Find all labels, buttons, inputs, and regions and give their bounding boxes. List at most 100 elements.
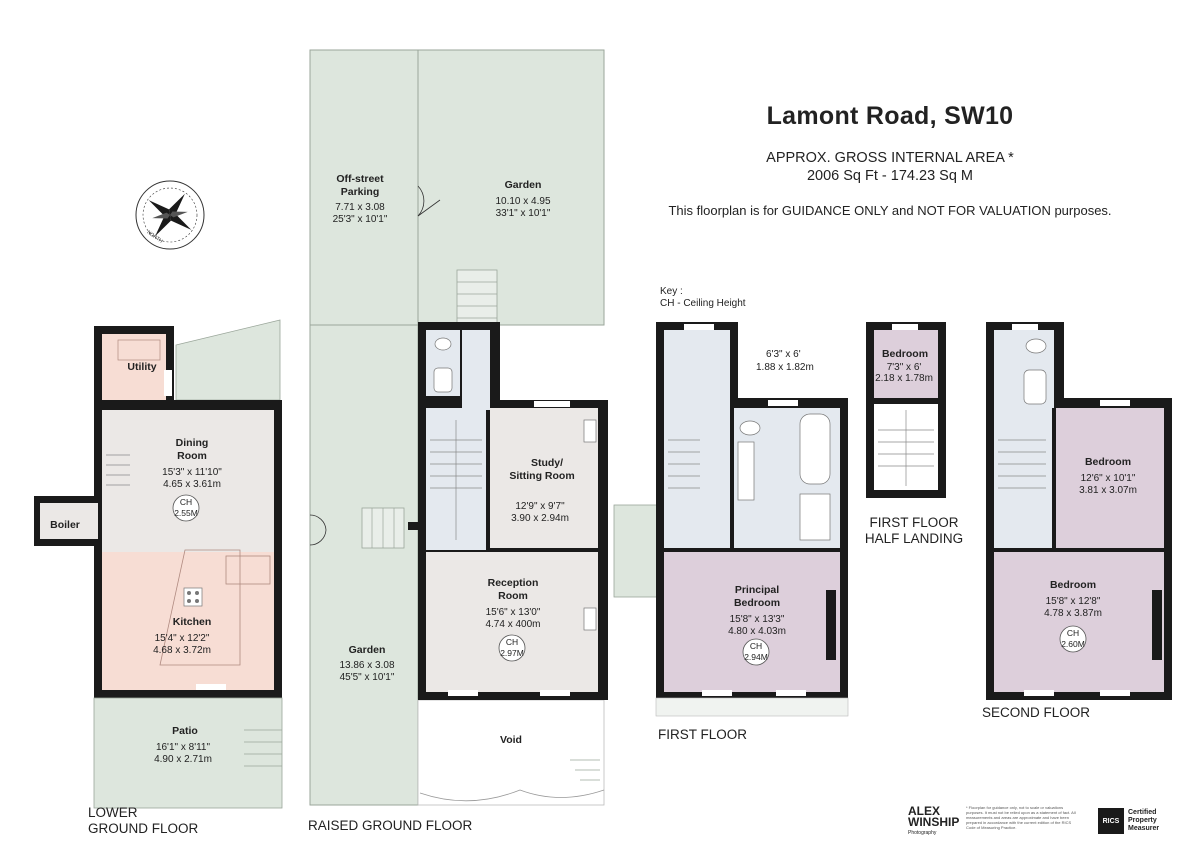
dining-room [102, 410, 274, 552]
parking-door-arc [417, 185, 425, 217]
reception-label-2: Room [498, 590, 528, 602]
compass-label: NORTH [146, 230, 164, 245]
garden-raised-label: Garden [349, 644, 386, 656]
guidance-disclaimer: This floorplan is for GUIDANCE ONLY and … [668, 203, 1112, 218]
first-floor-labels: 6'3" x 6' 1.88 x 1.82m Principal Bedroom… [658, 349, 814, 742]
second-floor-title: SECOND FLOOR [982, 705, 1090, 720]
key-title: Key : [660, 286, 683, 297]
first-floor-title: FIRST FLOOR [658, 727, 747, 742]
half-landing-title-2: HALF LANDING [865, 531, 963, 546]
parking-imperial: 25'3" x 10'1" [333, 214, 388, 225]
second-floor [986, 322, 1172, 700]
plan-header: Lamont Road, SW10 APPROX. GROSS INTERNAL… [640, 100, 1140, 218]
half-landing-title-1: FIRST FLOOR [869, 515, 958, 530]
principal-ch-value: 2.94M [744, 652, 768, 662]
void-area [417, 699, 605, 806]
second-bedroom-front-area [994, 552, 1164, 692]
half-landing-bedroom [874, 330, 938, 398]
kitchen-room [102, 552, 274, 690]
dining-ch-label: CH [180, 497, 192, 507]
cert-line-2: Property [1128, 817, 1157, 824]
property-title: Lamont Road, SW10 [766, 102, 1014, 130]
study-imperial: 12'9" x 9'7" [515, 501, 565, 512]
patio-metric: 4.90 x 2.71m [154, 754, 212, 765]
second-front-ch-badge [1059, 625, 1087, 653]
lower-floor-title-1: LOWER [88, 805, 138, 820]
kitchen-imperial: 15'4" x 12'2" [155, 633, 210, 644]
kitchen-label: Kitchen [173, 616, 212, 628]
patio-imperial: 16'1" x 8'11" [156, 742, 211, 753]
area-summary: APPROX. GROSS INTERNAL AREA * 2006 Sq Ft… [640, 149, 1140, 185]
dining-ch-badge [172, 494, 200, 522]
garden-raised-metric: 13.86 x 3.08 [339, 660, 394, 671]
area-line-1: APPROX. GROSS INTERNAL AREA * [766, 150, 1014, 166]
second-rear-bedroom-label: Bedroom [1085, 456, 1131, 468]
first-floor [613, 322, 849, 717]
second-floor-labels: Bedroom 12'6" x 10'1" 3.81 x 3.07m Bedro… [982, 456, 1137, 720]
dining-label-1: Dining [176, 437, 209, 449]
rics-badge: RICS Certified Property Measurer [1098, 806, 1186, 836]
first-landing [664, 330, 730, 548]
second-rear-bedroom-metric: 3.81 x 3.07m [1079, 485, 1137, 496]
principal-imperial: 15'8" x 13'3" [730, 614, 785, 625]
area-line-2: 2006 Sq Ft - 174.23 Sq M [806, 168, 974, 184]
rics-cert-text: Certified Property Measurer [1128, 809, 1159, 833]
raised-floor-title: RAISED GROUND FLOOR [308, 818, 473, 833]
study-label-2: Sitting Room [509, 470, 574, 482]
study-label-1: Study/ [531, 457, 563, 469]
garden-top-area [417, 49, 605, 326]
lower-garden-strip [175, 319, 281, 401]
rics-logo-icon: RICS [1098, 808, 1124, 834]
principal-label-1: Principal [735, 584, 779, 596]
key-ch: CH - Ceiling Height [660, 298, 746, 309]
lower-floor-title-2: GROUND FLOOR [88, 821, 199, 836]
second-front-bedroom-metric: 4.78 x 3.87m [1044, 608, 1102, 619]
reception-ch-badge [498, 634, 526, 662]
garden-top-metric: 10.10 x 4.95 [495, 196, 550, 207]
second-front-ch-value: 2.60M [1061, 639, 1085, 649]
garden-top-imperial: 33'1" x 10'1" [496, 208, 551, 219]
study-room [490, 408, 598, 548]
patio-label: Patio [172, 725, 198, 737]
garden-raised-imperial: 45'5" x 10'1" [340, 672, 395, 683]
cert-line-3: Measurer [1128, 825, 1160, 832]
reception-metric: 4.74 x 400m [485, 619, 540, 630]
patio-area [93, 697, 283, 809]
second-bedroom-rear-area [1056, 408, 1164, 548]
utility-label: Utility [127, 361, 156, 373]
half-landing-labels: Bedroom 7'3" x 6' 2.18 x 1.78m FIRST FLO… [865, 348, 963, 546]
dining-metric: 4.65 x 3.61m [163, 479, 221, 490]
logo-line-2: WINSHIP [908, 815, 960, 829]
parking-label-2: Parking [341, 186, 380, 198]
dining-ch-value: 2.55M [174, 508, 198, 518]
garden-top-label: Garden [505, 179, 542, 191]
dining-label-2: Room [177, 450, 207, 462]
void-label: Void [500, 734, 522, 746]
second-landing [994, 408, 1052, 548]
compass-icon: NORTH [135, 180, 205, 250]
logo-line-1: ALEX [908, 804, 941, 818]
principal-label-2: Bedroom [734, 597, 780, 609]
dining-imperial: 15'3" x 11'10" [162, 467, 222, 478]
raised-hall-upper [462, 330, 490, 410]
raised-house [418, 322, 608, 700]
reception-ch-label: CH [506, 637, 518, 647]
key-legend: Key : CH - Ceiling Height [660, 286, 746, 310]
principal-ch-label: CH [750, 641, 762, 651]
boiler-room [40, 503, 98, 539]
second-rear-bedroom-imperial: 12'6" x 10'1" [1081, 473, 1136, 484]
parking-metric: 7.71 x 3.08 [335, 202, 385, 213]
reception-ch-value: 2.97M [500, 648, 524, 658]
cert-line-1: Certified [1128, 809, 1157, 816]
half-bedroom-imperial: 7'3" x 6' [887, 362, 922, 373]
footer-note: * Floorplan for guidance only, not to sc… [966, 805, 1076, 830]
half-bedroom-label: Bedroom [882, 348, 928, 360]
boiler-label: Boiler [50, 519, 80, 531]
kitchen-metric: 4.68 x 3.72m [153, 645, 211, 656]
reception-room [426, 552, 598, 692]
raised-outdoor [309, 49, 605, 806]
lower-ground [34, 319, 283, 809]
second-front-bedroom-imperial: 15'8" x 12'8" [1046, 596, 1101, 607]
logo-sub: Photography [908, 830, 937, 836]
